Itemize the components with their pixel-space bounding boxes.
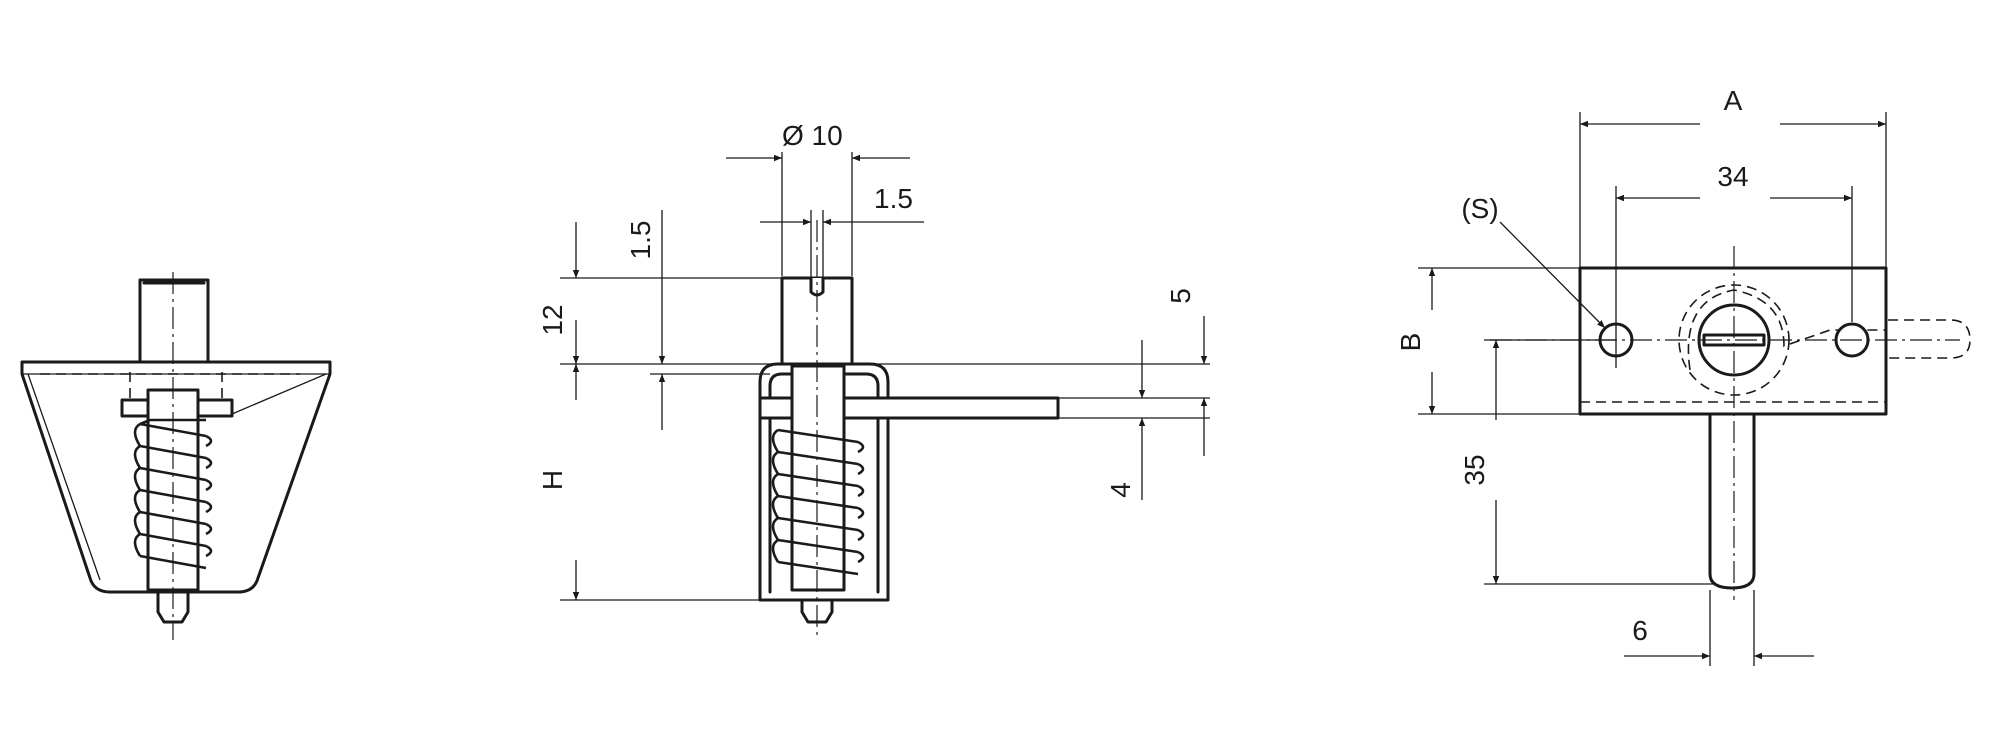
top-view: A 34 (S) B 35 6: [1395, 85, 1971, 666]
dim-H: H: [537, 470, 568, 490]
dim-A: A: [1724, 85, 1743, 116]
pin-top: [138, 278, 210, 366]
dim-4: 4: [1105, 482, 1136, 498]
side-view-cone: [20, 272, 332, 640]
dim-slot-1-5: 1.5: [874, 183, 913, 214]
stem: [1708, 412, 1756, 590]
label-S: (S): [1461, 193, 1498, 224]
dim-35: 35: [1459, 454, 1490, 485]
dim-12: 12: [537, 304, 568, 335]
dim-5: 5: [1165, 288, 1196, 304]
spring-coil-front: [771, 428, 865, 576]
dim-6: 6: [1632, 615, 1648, 646]
dim-B: B: [1395, 333, 1426, 352]
dim-34: 34: [1717, 161, 1748, 192]
dim-diameter-10: Ø 10: [782, 120, 843, 151]
front-view: Ø 10 1.5 12 H 1.5 5 4: [537, 120, 1210, 640]
dim-wall-1-5: 1.5: [625, 221, 656, 260]
